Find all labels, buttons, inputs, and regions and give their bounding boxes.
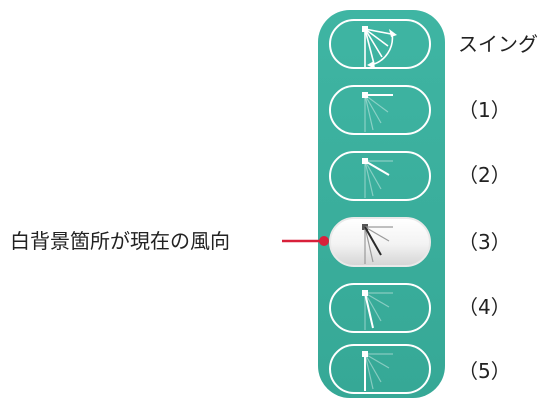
swing-panel [318, 10, 445, 398]
swing-icon [362, 26, 397, 69]
airflow-direction-2-icon [362, 158, 393, 198]
mode-label-3: （3） [458, 230, 511, 254]
airflow-direction-5-button[interactable] [329, 344, 431, 394]
current-direction-annotation: 白背景箇所が現在の風向 [10, 229, 230, 253]
airflow-direction-1-button[interactable] [329, 85, 431, 135]
airflow-direction-5-icon [362, 351, 393, 391]
airflow-direction-4-icon [362, 290, 393, 330]
airflow-direction-4-button[interactable] [329, 283, 431, 333]
airflow-direction-1-icon [362, 92, 393, 132]
mode-label-2: （2） [458, 163, 511, 187]
pointer-arrow-icon [282, 236, 329, 246]
airflow-direction-3-icon [362, 224, 393, 264]
airflow-direction-3-button[interactable] [329, 217, 431, 267]
mode-label-5: （5） [458, 359, 511, 383]
mode-label-1: （1） [458, 98, 511, 122]
swing-button[interactable] [329, 19, 431, 69]
mode-label-swing: スイング [458, 32, 538, 56]
mode-label-4: （4） [458, 295, 511, 319]
airflow-direction-2-button[interactable] [329, 151, 431, 201]
